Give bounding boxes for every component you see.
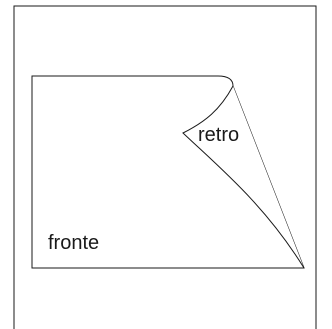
back-label: retro [198,124,239,146]
outer-frame [13,5,317,329]
front-label: fronte [48,232,99,254]
page-fold-flap [182,85,305,269]
